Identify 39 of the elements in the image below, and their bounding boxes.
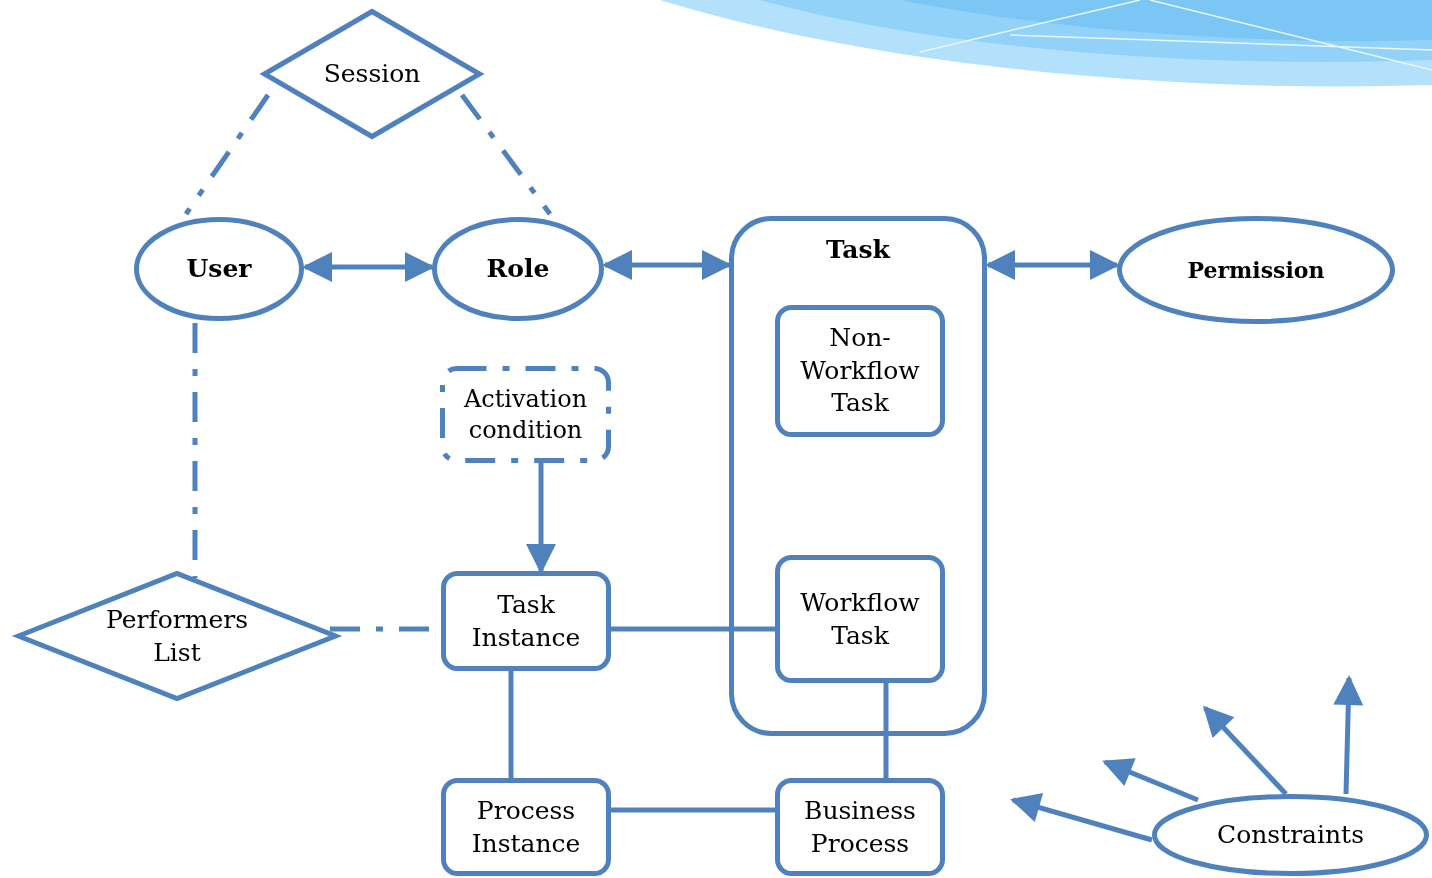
connector-line bbox=[883, 683, 889, 778]
node-label: Business Process bbox=[803, 794, 917, 859]
rounded-box bbox=[775, 305, 945, 437]
node-label: Constraints bbox=[1216, 818, 1365, 851]
node-label: Non-Workflow Task bbox=[799, 322, 921, 420]
arrow bbox=[1102, 758, 1199, 803]
diamond-node bbox=[262, 9, 482, 139]
node-label: Process Instance bbox=[470, 794, 582, 859]
rounded-box bbox=[775, 555, 945, 683]
ellipse-node bbox=[432, 217, 604, 321]
rounded-box bbox=[775, 778, 945, 876]
node-label: Role bbox=[485, 252, 551, 285]
connector-line bbox=[611, 807, 775, 813]
ellipse-node bbox=[1152, 794, 1429, 876]
connector-line bbox=[460, 93, 552, 216]
arrow bbox=[1010, 793, 1153, 843]
node-label: Session bbox=[322, 57, 422, 90]
connector-line bbox=[183, 93, 271, 216]
connector-line bbox=[508, 671, 514, 778]
arrow bbox=[1202, 705, 1288, 796]
arrow bbox=[526, 463, 556, 574]
arrow bbox=[1333, 675, 1364, 795]
container-heading: Task bbox=[825, 234, 892, 266]
node-label: Task Instance bbox=[470, 588, 582, 653]
arrow bbox=[985, 250, 1120, 280]
rounded-box bbox=[441, 571, 611, 671]
rounded-box bbox=[441, 778, 611, 876]
node-label: Performers List bbox=[105, 603, 249, 668]
rounded-container bbox=[729, 216, 987, 736]
arrow bbox=[302, 252, 435, 282]
node-label: Workflow Task bbox=[799, 586, 921, 651]
connector-line bbox=[192, 323, 198, 578]
node-label: User bbox=[185, 252, 253, 285]
connector-line bbox=[611, 626, 775, 632]
node-label: Permission bbox=[1186, 255, 1326, 285]
arrow bbox=[602, 250, 732, 280]
node-label: Activation condition bbox=[462, 383, 589, 446]
ellipse-node bbox=[1117, 216, 1395, 324]
ellipse-node bbox=[134, 217, 304, 321]
